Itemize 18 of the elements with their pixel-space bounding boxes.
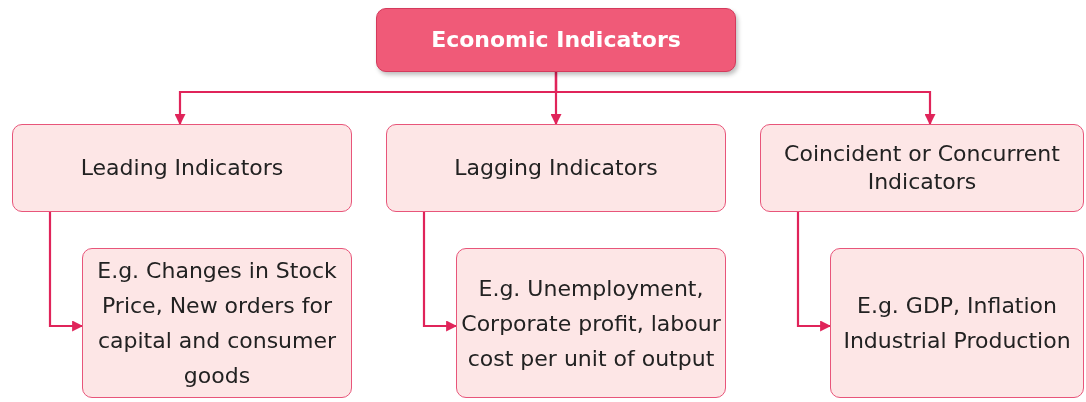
example-box [456,248,726,398]
example-box [830,248,1084,398]
arrow [422,212,458,332]
node-text: Lagging Indicators [454,154,658,182]
title-box [376,8,736,72]
category-box [386,124,726,212]
example-box [82,248,352,398]
node-text: E.g. Changes in Stock Price, New orders for capital and consumer goods [96,257,338,390]
category-box [760,124,1084,212]
arrow [554,72,936,126]
node-text: Economic Indicators [431,26,681,54]
category-box [12,124,352,212]
node-text: Leading Indicators [80,154,284,182]
arrow [796,212,832,332]
node-text: E.g. GDP, Inflation Industrial Production [842,292,1072,355]
arrow [48,212,84,332]
node-text: Coincident or Concurrent Indicators [783,140,1061,196]
node-text: E.g. Unemployment, Corporate profit, labour cost per unit of output [460,274,722,373]
